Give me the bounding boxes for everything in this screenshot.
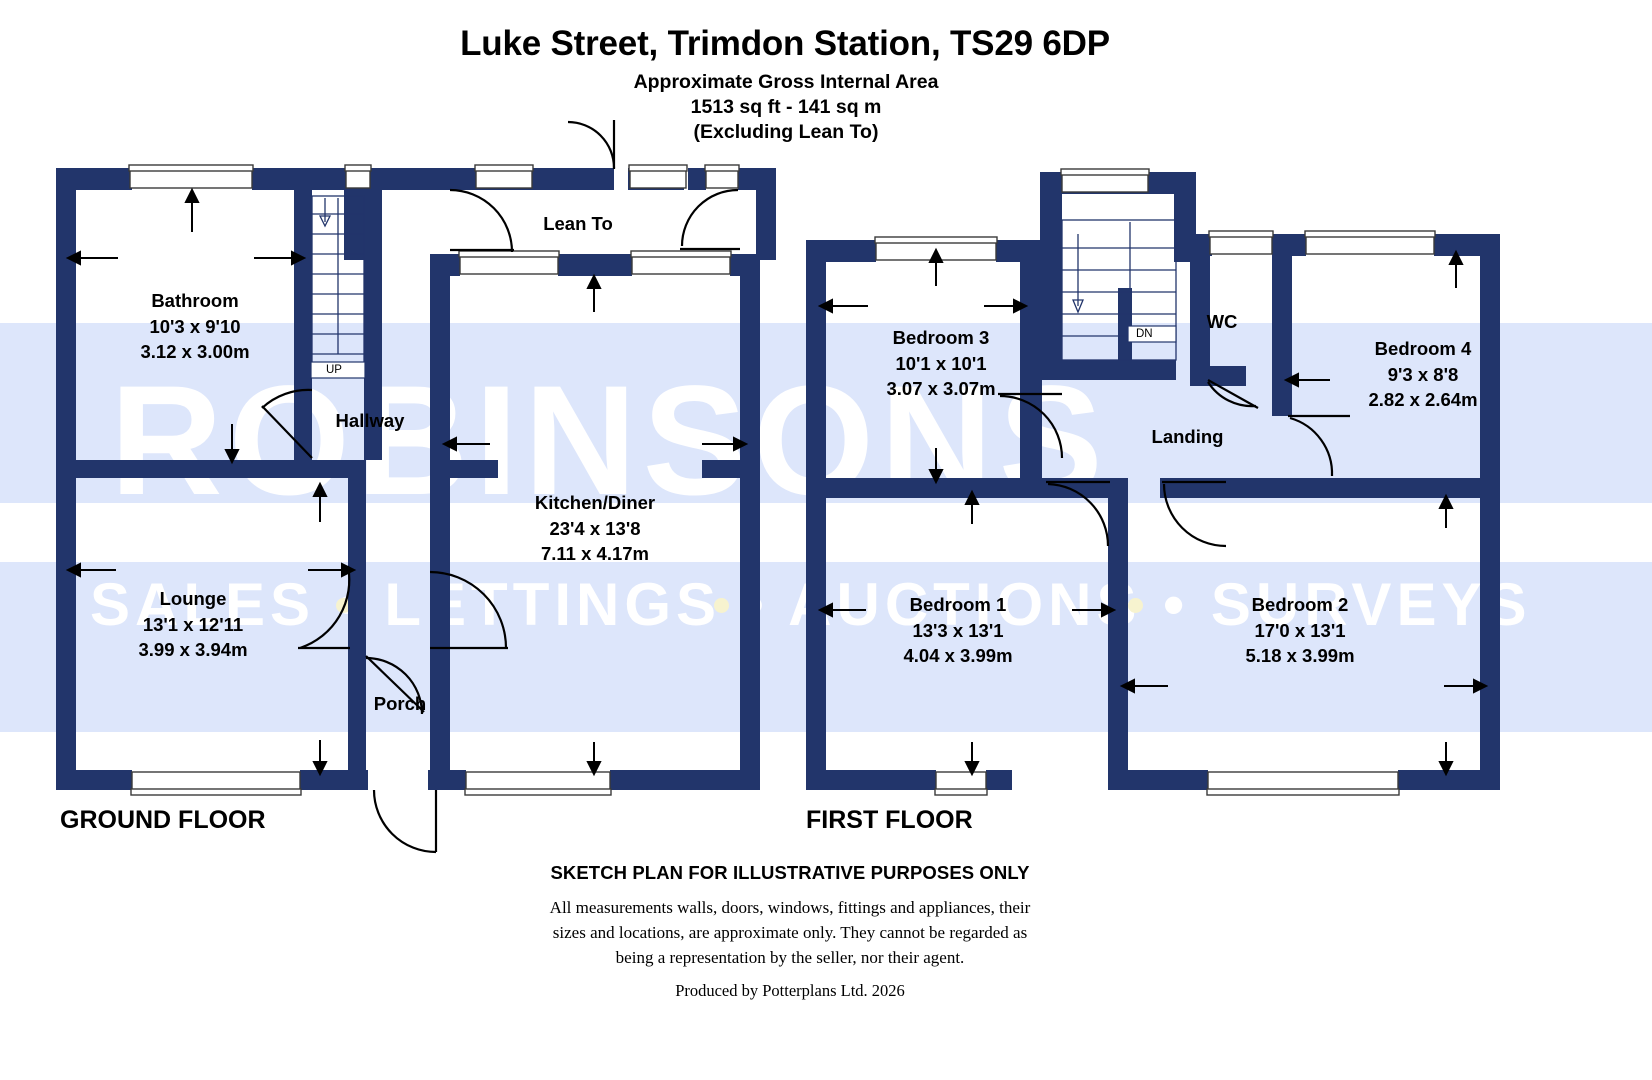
sketch-notice: SKETCH PLAN FOR ILLUSTRATIVE PURPOSES ON… [550,862,1030,883]
room-metric: 3.12 x 3.00m [140,341,250,362]
room-name: Bedroom 2 [1251,594,1349,615]
room-imperial: 9'3 x 8'8 [1387,363,1459,385]
room-label-wc: WC [1206,311,1238,332]
room-metric: 5.18 x 3.99m [1245,645,1355,666]
watermark-brand: ROBINSONS [110,354,1109,528]
room-metric: 2.82 x 2.64m [1368,389,1478,410]
room-name: Bedroom 3 [892,327,990,348]
room-name: Bathroom [151,290,239,311]
room-metric: 3.07 x 3.07m [886,378,996,399]
room-imperial: 10'3 x 9'10 [149,315,241,337]
room-imperial: 17'0 x 13'1 [1254,619,1346,641]
floor-label-first: FIRST FLOOR [806,806,973,834]
room-imperial: 13'3 x 13'1 [912,619,1004,641]
room-name: Bedroom 1 [909,594,1007,615]
room-metric: 4.04 x 3.99m [903,645,1013,666]
room-name: Kitchen/Diner [534,492,656,513]
disclaimer-line-1: All measurements walls, doors, windows, … [549,898,1031,917]
room-metric: 3.99 x 3.94m [138,639,248,660]
watermark-dot-3 [1128,598,1143,613]
room-label-hallway: Hallway [335,410,405,431]
page-title: Luke Street, Trimdon Station, TS29 6DP [460,24,1110,63]
room-label-bedroom-4: Bedroom 4 9'3 x 8'8 2.82 x 2.64m [1298,336,1548,413]
floor-label-ground: GROUND FLOOR [60,806,266,834]
disclaimer-line-2: sizes and locations, are approximate onl… [552,923,1028,942]
producer-credit: Produced by Potterplans Ltd. 2026 [675,981,905,1000]
watermark-dot-2 [714,598,729,613]
area-note: (Excluding Lean To) [693,121,879,143]
room-label-landing: Landing [1151,426,1224,447]
room-label-lounge: Lounge 13'1 x 12'11 3.99 x 3.94m [78,586,308,663]
room-imperial: 13'1 x 12'11 [142,613,244,635]
room-imperial: 23'4 x 13'8 [549,517,641,539]
room-label-kitchen-diner: Kitchen/Diner 23'4 x 13'8 7.11 x 4.17m [478,490,712,567]
room-metric: 7.11 x 4.17m [540,543,649,564]
disclaimer-line-3: being a representation by the seller, no… [615,948,965,967]
room-label-bathroom: Bathroom 10'3 x 9'10 3.12 x 3.00m [80,288,310,365]
room-label-bedroom-3: Bedroom 3 10'1 x 10'1 3.07 x 3.07m [826,325,1056,402]
room-name: Bedroom 4 [1374,338,1472,359]
stair-label-up: UP [326,364,342,376]
room-name: Lounge [159,588,227,609]
room-label-bedroom-2: Bedroom 2 17'0 x 13'1 5.18 x 3.99m [1185,592,1415,669]
area-value: 1513 sq ft - 141 sq m [690,96,882,118]
room-label-porch: Porch [373,693,427,714]
room-label-bedroom-1: Bedroom 1 13'3 x 13'1 4.04 x 3.99m [843,592,1073,669]
room-label-lean-to: Lean To [543,213,613,234]
stair-label-dn: DN [1136,328,1153,340]
room-imperial: 10'1 x 10'1 [895,352,987,374]
area-label: Approximate Gross Internal Area [633,71,939,93]
